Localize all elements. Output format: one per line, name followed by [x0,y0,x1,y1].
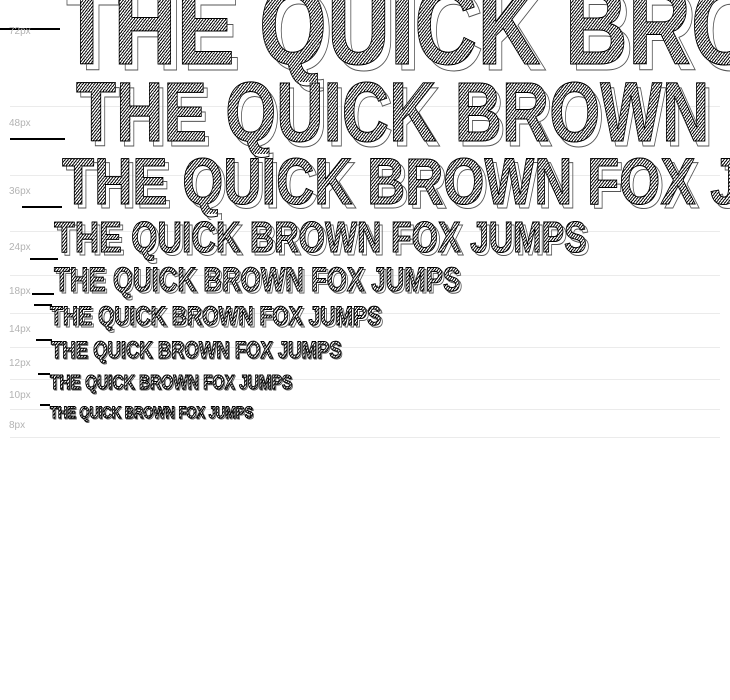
size-rule [10,313,720,314]
sample-text-48: The quick brown fox jumps [76,70,730,155]
size-rule [10,409,720,410]
sample-row-12: The quick brown fox jumps The quick brow… [0,339,730,367]
sample-text-24: The quick brown fox jumps [54,216,587,262]
sample-row-8: The quick brown fox jumps The quick brow… [0,404,730,424]
sample-text-36: The quick brown fox jumps [62,148,730,215]
size-rule [10,347,720,348]
sample-shadow-18: The quick brown fox jumps [56,265,463,300]
sample-text-14: The quick brown fox jumps [50,303,382,331]
glyph-lead-stroke [40,404,50,406]
sample-row-14: The quick brown fox jumps The quick brow… [0,303,730,337]
glyph-lead-stroke [38,373,50,375]
sample-shadow-72: The quick brown fox jumps [66,0,730,88]
size-label-8: 8px [9,420,26,431]
glyph-lead-stroke [32,293,54,295]
size-rule [10,175,720,176]
size-label-36: 36px [9,186,31,197]
sample-shadow-48: The quick brown fox jumps [80,75,730,160]
size-rule [10,379,720,380]
sample-row-48: The quick brown fox jumps The quick brow… [0,70,730,160]
glyph-lead-stroke [34,304,52,306]
size-label-10: 10px [9,390,31,401]
sample-shadow-10: The quick brown fox jumps [51,374,294,395]
sample-shadow-24: The quick brown fox jumps [57,218,590,263]
sample-text-18: The quick brown fox jumps [54,263,461,299]
sample-shadow-36: The quick brown fox jumps [66,152,730,219]
sample-row-72: The quick brown fox jumps The quick brow… [0,0,730,95]
glyph-lead-stroke [0,28,60,30]
sample-shadow-12: The quick brown fox jumps [52,339,343,364]
sample-row-18: The quick brown fox jumps The quick brow… [0,263,730,303]
glyph-lead-stroke [36,339,52,341]
size-label-72: 72px [9,26,31,37]
size-rule [10,437,720,438]
size-rule [10,275,720,276]
sample-row-36: The quick brown fox jumps The quick brow… [0,148,730,220]
size-label-24: 24px [9,242,31,253]
size-label-48: 48px [9,118,31,129]
size-label-12: 12px [9,358,31,369]
glyph-lead-stroke [30,258,58,260]
size-rule [10,231,720,232]
sample-row-10: The quick brown fox jumps The quick brow… [0,373,730,397]
sample-shadow-8: The quick brown fox jumps [51,405,255,423]
size-label-18: 18px [9,286,31,297]
size-label-14: 14px [9,324,31,335]
size-rule [10,106,720,107]
sample-shadow-14: The quick brown fox jumps [52,304,384,332]
glyph-lead-stroke [22,206,62,208]
sample-text-72: The quick brown fox jumps [60,0,730,82]
sample-text-12: The quick brown fox jumps [51,339,342,364]
glyph-lead-stroke [10,138,65,140]
sample-text-10: The quick brown fox jumps [50,373,293,394]
sample-row-24: The quick brown fox jumps The quick brow… [0,216,730,266]
sample-text-8: The quick brown fox jumps [50,404,254,422]
